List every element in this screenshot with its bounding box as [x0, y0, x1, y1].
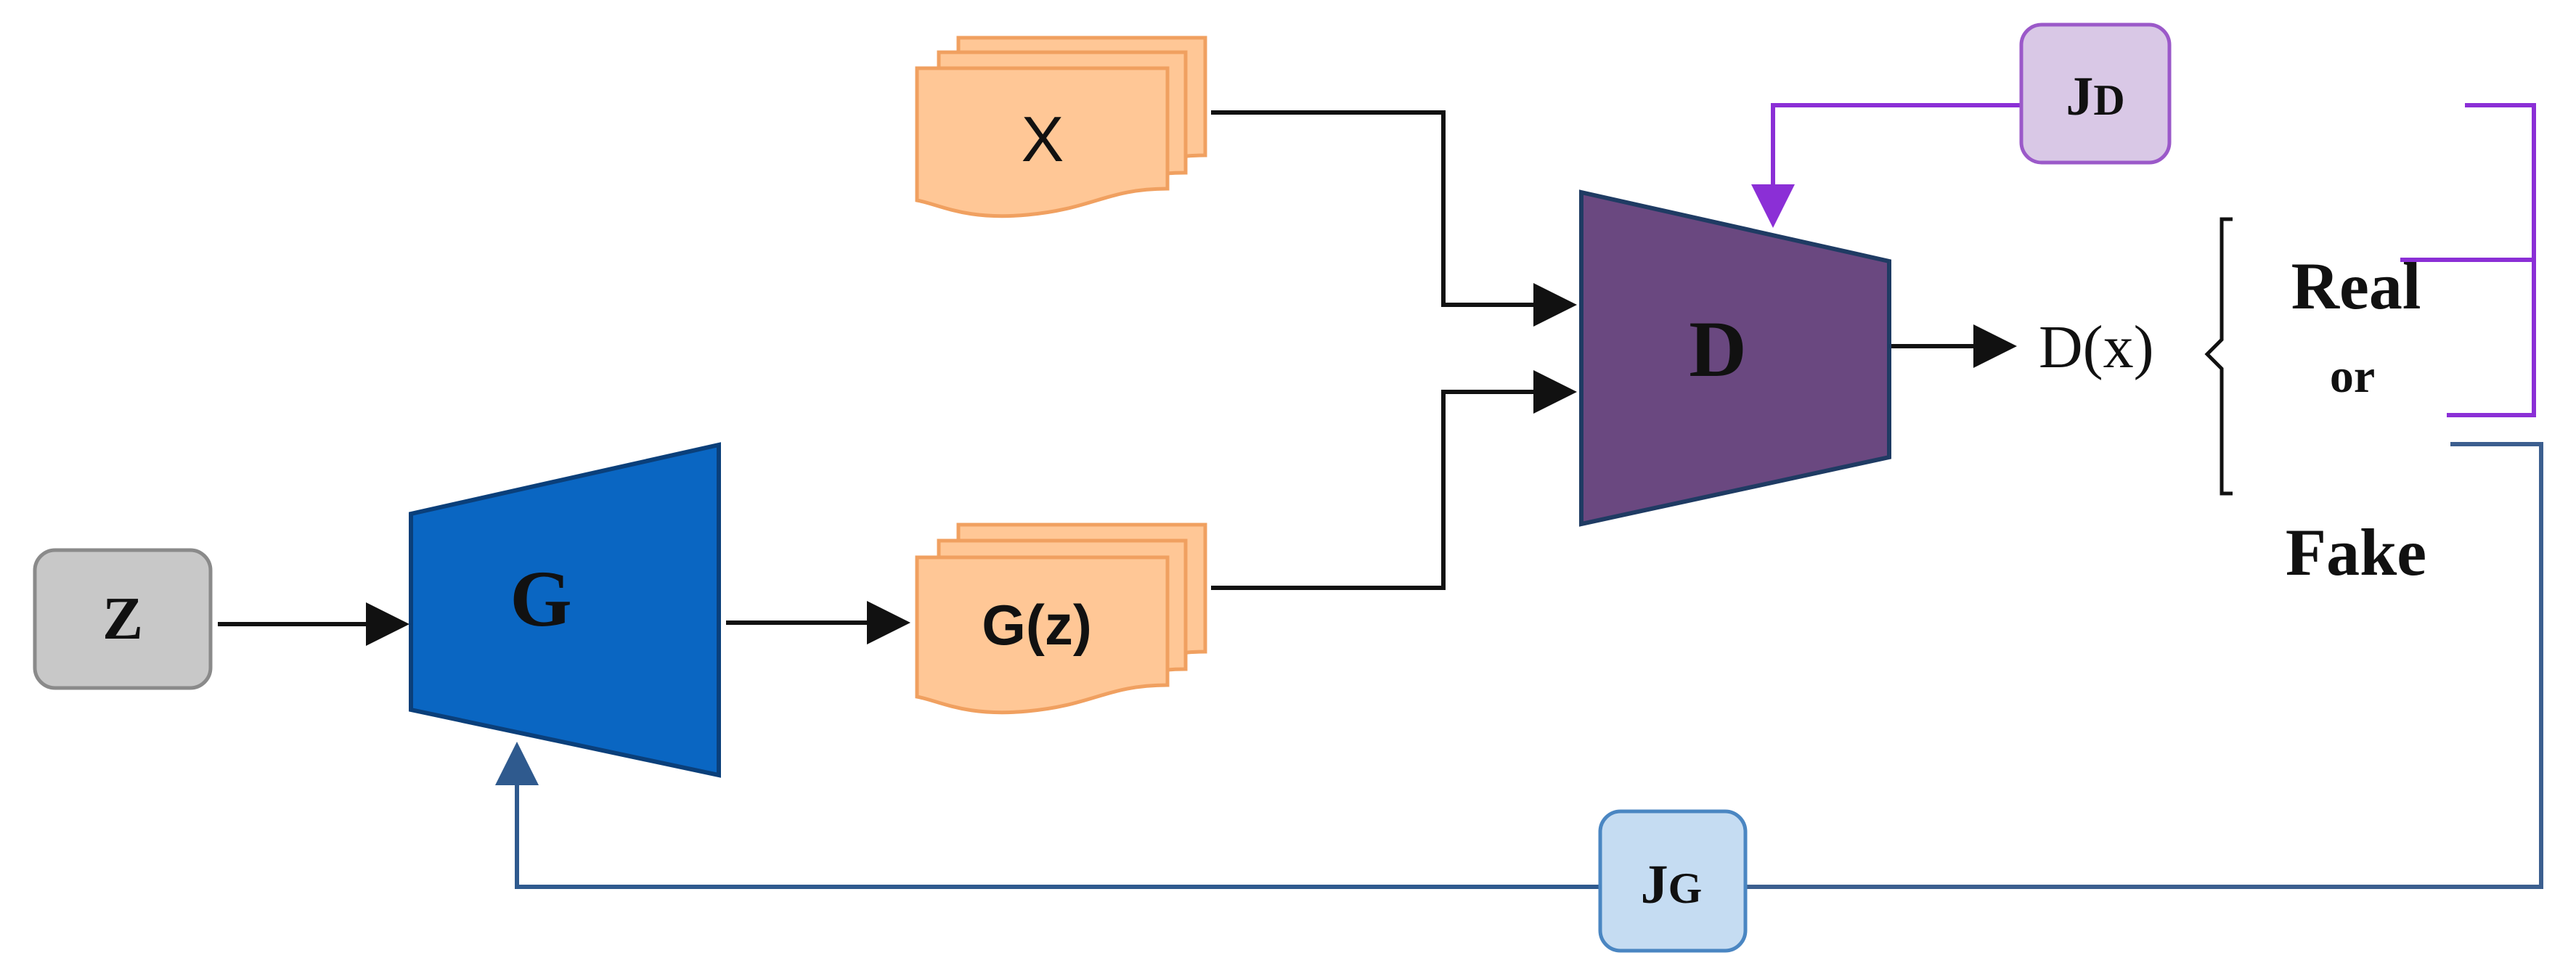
jg-loss-node: JG — [1598, 809, 1748, 953]
jg-feedback-arrow-to-g — [495, 742, 1600, 889]
decision-or-label: or — [2330, 350, 2375, 403]
jg-label-main: J — [1641, 854, 1668, 915]
jd-label-sub: D — [2093, 76, 2124, 124]
discriminator-output-label: D(x) — [2039, 314, 2154, 381]
arrow-gz-to-d — [1211, 370, 1577, 590]
generated-samples-label: G(z) — [982, 593, 1092, 657]
jg-feedback-line-right — [1746, 442, 2543, 889]
jg-label: JG — [1641, 854, 1703, 915]
left-brace-icon — [2204, 217, 2233, 496]
jd-label-main: J — [2066, 66, 2093, 127]
generator-label: G — [510, 554, 572, 643]
discriminator-node: D — [1579, 189, 1891, 527]
jd-feedback-arrow-to-d — [1751, 103, 2020, 228]
discriminator-label: D — [1689, 305, 1746, 393]
jd-feedback-line-real — [2447, 260, 2536, 417]
real-samples-label: X — [1022, 103, 1064, 175]
generator-node: G — [409, 442, 721, 778]
real-samples-node: X — [915, 36, 1207, 218]
generated-samples-node: G(z) — [915, 523, 1207, 715]
z-label: Z — [102, 585, 143, 652]
jd-loss-node: JD — [2019, 22, 2172, 165]
z-node: Z — [33, 548, 213, 690]
jd-label: JD — [2066, 66, 2124, 127]
arrow-x-to-d — [1211, 110, 1577, 327]
decision-real-label: Real — [2291, 249, 2421, 323]
jd-feedback-line-right — [2400, 103, 2536, 262]
decision-fake-label: Fake — [2286, 515, 2426, 589]
jg-label-sub: G — [1668, 864, 1703, 912]
